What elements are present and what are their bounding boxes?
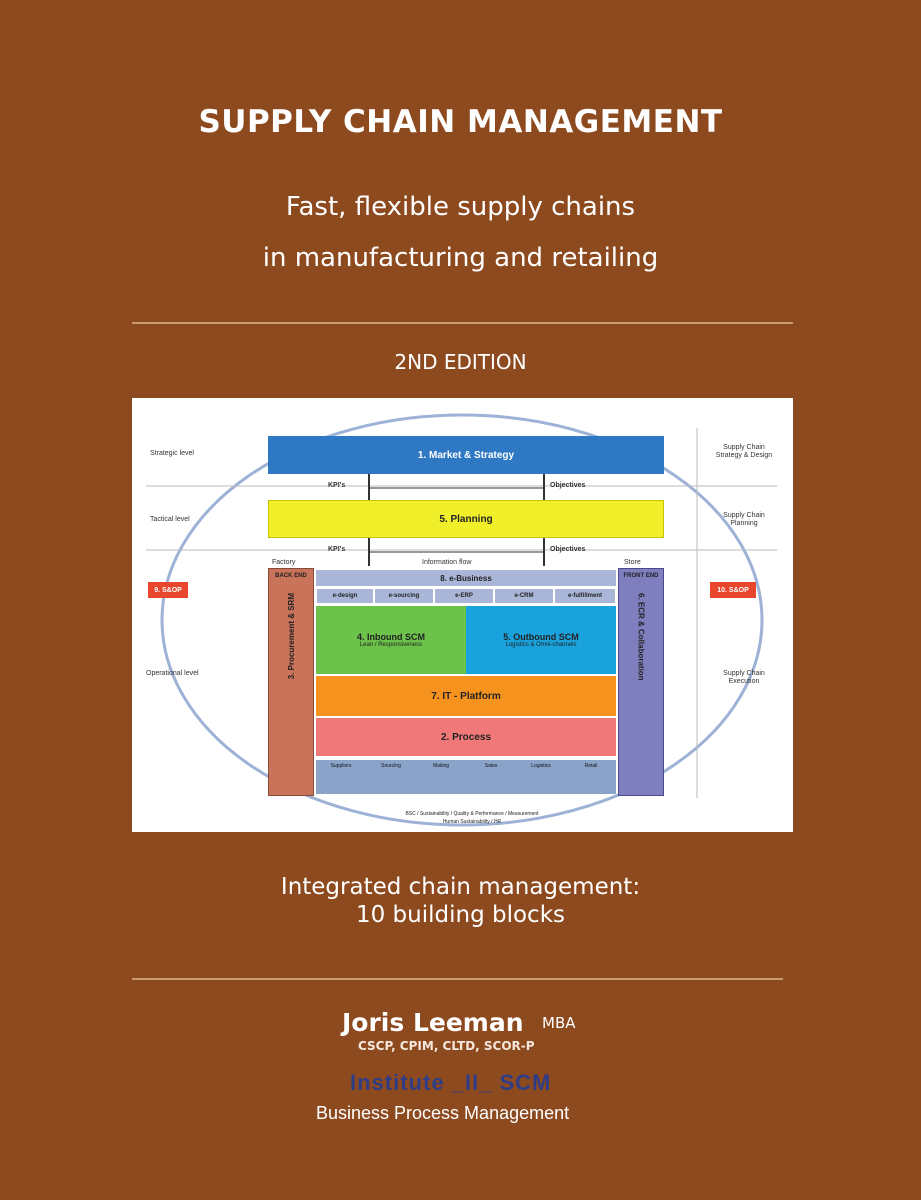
process-flow-strip: Suppliers Sourcing Making Sales Logistic… [316,760,616,794]
front-end-label: FRONT END [623,573,659,579]
ebusiness-item: e-design [316,588,374,604]
factory-label: Factory [272,559,296,566]
bottom-divider [132,978,783,980]
objectives-label-top: Objectives [550,482,586,489]
outbound-scm-label: 5. Outbound SCM [503,632,579,642]
planning-block: 5. Planning [268,500,664,538]
flow-step: Logistics [531,763,551,769]
outbound-scm-block: 5. Outbound SCM Logistics & Omni-channel… [466,606,616,674]
tactical-level-label: Tactical level [150,516,190,523]
operational-level-label: Operational level [146,670,199,677]
ebusiness-item: e-sourcing [374,588,434,604]
kpi-label-top: KPI's [328,482,346,489]
ebusiness-item: e-ERP [434,588,494,604]
it-platform-label: 7. IT - Platform [431,690,501,702]
author-name: Joris Leeman [342,1008,524,1037]
ebusiness-item-label: e-sourcing [388,593,420,599]
right-sop-label: 10. S&OP [717,586,749,594]
strategic-level-label: Strategic level [150,450,194,457]
process-block: 2. Process [316,718,616,756]
edition-label: 2ND EDITION [394,350,527,374]
kpi-label-mid: KPI's [328,546,346,553]
left-sop-badge: 9. S&OP [148,582,188,598]
ebusiness-item-label: e-CRM [514,593,534,599]
store-label: Store [624,559,641,566]
ebusiness-item-label: e-ERP [455,593,473,599]
inbound-scm-sub: Lean / Responsiveness [359,642,423,648]
procurement-block: BACK END 3. Procurement & SRM [268,568,314,796]
ebusiness-item-label: e-fulfillment [568,593,602,599]
diagram-lines [146,413,777,827]
ebusiness-block: 8. e-Business [316,570,616,586]
sc-strategy-label: Supply Chain Strategy & Design [715,444,773,459]
publisher-logo: Institute _II_ SCM [350,1070,552,1095]
market-strategy-label: 1. Market & Strategy [417,449,515,461]
objectives-label-mid: Objectives [550,546,586,553]
bottom-note-2: Human Sustainability / HR [442,819,502,825]
market-strategy-block: 1. Market & Strategy [268,436,664,474]
author-credentials: CSCP, CPIM, CLTD, SCOR-P [358,1039,535,1053]
subtitle-line-1: Fast, flexible supply chains [285,192,636,222]
ebusiness-item-label: e-design [332,593,358,599]
sc-planning-label: Supply Chain Planning [723,512,765,527]
subtitle-line-2: in manufacturing and retailing [262,243,659,273]
left-sop-label: 9. S&OP [154,586,182,594]
flow-step: Sales [484,763,498,769]
flow-step: Making [432,763,450,769]
tagline-line-1: Integrated chain management: [280,874,641,900]
planning-label: 5. Planning [439,513,493,525]
inbound-scm-label: 4. Inbound SCM [357,632,425,642]
procurement-label: 3. Procurement & SRM [286,593,296,680]
bottom-note: BSC / Sustainability / Quality & Perform… [405,811,539,817]
info-flow-label: Information flow [422,559,472,566]
supply-chain-diagram: Strategic level Tactical level Operation… [132,398,793,832]
it-platform-block: 7. IT - Platform [316,676,616,716]
ebusiness-item: e-CRM [494,588,554,604]
publisher-tagline: Business Process Management [316,1103,570,1123]
author-degree: MBA [542,1014,576,1032]
flow-step: Retail [584,763,598,769]
outbound-scm-sub: Logistics & Omni-channels [505,642,577,648]
back-end-label: BACK END [275,573,307,579]
flow-step: Sourcing [381,763,401,769]
inbound-scm-block: 4. Inbound SCM Lean / Responsiveness [316,606,466,674]
flow-step: Suppliers [330,763,352,769]
tagline-line-2: 10 building blocks [355,902,566,928]
book-title: SUPPLY CHAIN MANAGEMENT [198,104,723,140]
sc-execution-label: Supply Chain Execution [723,670,765,685]
ebusiness-item: e-fulfillment [554,588,616,604]
process-label: 2. Process [440,731,492,743]
right-sop-badge: 10. S&OP [710,582,756,598]
ecr-collaboration-label: 6. ECR & Collaboration [636,593,646,681]
ebusiness-label: 8. e-Business [440,573,492,583]
top-divider [132,322,793,324]
ecr-collaboration-block: FRONT END 6. ECR & Collaboration [618,568,664,796]
